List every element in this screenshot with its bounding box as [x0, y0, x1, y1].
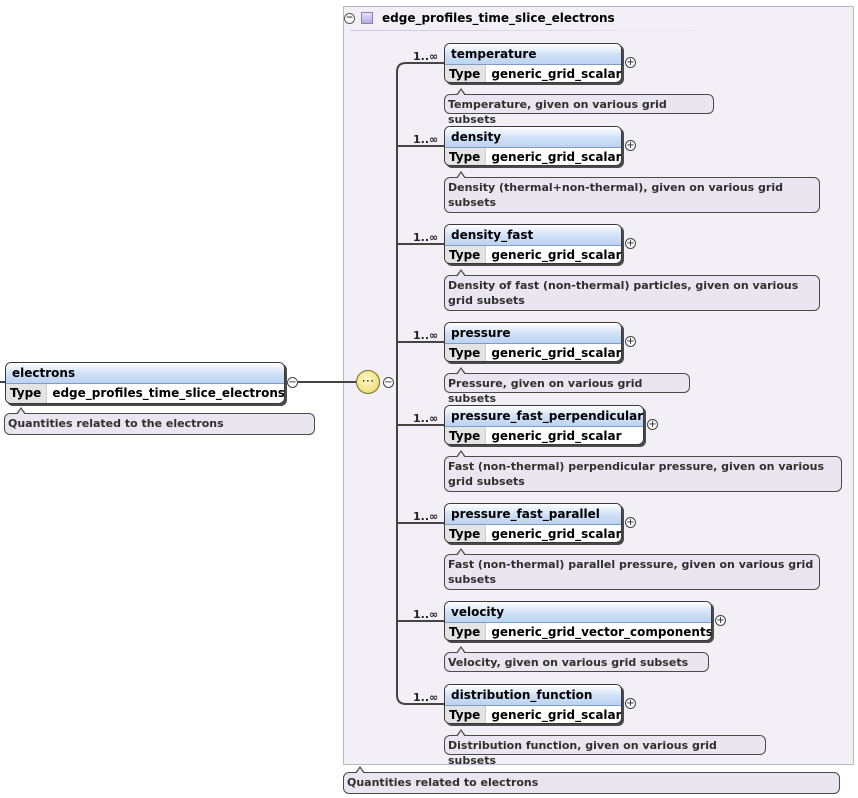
- child-doc: Temperature, given on various grid subse…: [444, 88, 714, 126]
- child-element-density[interactable]: density Type generic_grid_scalar: [444, 126, 622, 166]
- multiplicity: 1..∞: [413, 412, 439, 425]
- type-key: Type: [445, 623, 487, 640]
- multiplicity: 1..∞: [413, 231, 439, 244]
- element-name: pressure: [445, 323, 621, 344]
- child-doc: Fast (non-thermal) parallel pressure, gi…: [444, 548, 820, 590]
- expand-icon[interactable]: +: [625, 238, 636, 249]
- child-doc: Fast (non-thermal) perpendicular pressur…: [444, 450, 842, 492]
- element-type-row: Type generic_grid_vector_components: [445, 623, 712, 640]
- child-element-density-fast[interactable]: density_fast Type generic_grid_scalar: [444, 224, 622, 264]
- multiplicity: 1..∞: [413, 510, 439, 523]
- group-header: − edge_profiles_time_slice_electrons: [344, 9, 615, 27]
- expand-icon[interactable]: +: [625, 517, 636, 528]
- type-value: edge_profiles_time_slice_electrons: [52, 386, 285, 400]
- type-value: generic_grid_scalar: [491, 708, 622, 722]
- type-key: Type: [445, 706, 487, 723]
- doc-line: Density of fast (non-thermal) particles,…: [448, 279, 799, 292]
- type-key: Type: [6, 384, 48, 403]
- expand-icon[interactable]: +: [625, 698, 636, 709]
- element-name: density: [445, 127, 621, 148]
- group-title: edge_profiles_time_slice_electrons: [382, 11, 615, 25]
- doc-line: subsets: [448, 573, 497, 586]
- child-doc: Density (thermal+non-thermal), given on …: [444, 171, 820, 213]
- element-type-row: Type generic_grid_scalar: [445, 525, 622, 542]
- child-element-velocity[interactable]: velocity Type generic_grid_vector_compone…: [444, 601, 712, 641]
- expand-icon[interactable]: +: [625, 336, 636, 347]
- type-key: Type: [445, 525, 487, 542]
- doc-line: subsets: [448, 196, 497, 209]
- root-doc-text: Quantities related to the electrons: [8, 417, 224, 430]
- child-doc: Velocity, given on various grid subsets: [444, 646, 709, 672]
- expand-icon[interactable]: +: [625, 140, 636, 151]
- root-doc: Quantities related to the electrons: [4, 407, 315, 435]
- doc-line: Temperature, given on various grid subse…: [448, 98, 667, 126]
- type-value: generic_grid_scalar: [491, 346, 622, 360]
- multiplicity: 1..∞: [413, 608, 439, 621]
- type-value: generic_grid_scalar: [491, 248, 622, 262]
- multiplicity: 1..∞: [413, 133, 439, 146]
- element-type-row: Type generic_grid_scalar: [445, 344, 622, 361]
- header-divider: [350, 30, 730, 31]
- element-type-row: Type generic_grid_scalar: [445, 65, 622, 82]
- element-name: velocity: [445, 602, 711, 623]
- multiplicity: 1..∞: [413, 329, 439, 342]
- collapse-icon[interactable]: −: [344, 12, 355, 24]
- doc-line: Fast (non-thermal) parallel pressure, gi…: [448, 558, 814, 571]
- expand-icon[interactable]: +: [715, 615, 726, 626]
- type-key: Type: [445, 427, 487, 444]
- element-type-row: Type generic_grid_scalar: [445, 148, 622, 165]
- type-value: generic_grid_vector_components: [491, 625, 712, 639]
- type-value: generic_grid_scalar: [491, 429, 622, 443]
- doc-line: Fast (non-thermal) perpendicular pressur…: [448, 460, 825, 473]
- child-element-distribution-function[interactable]: distribution_function Type generic_grid_s…: [444, 684, 622, 724]
- doc-line: grid subsets: [448, 294, 525, 307]
- complex-type-icon: [361, 12, 373, 24]
- element-type-row: Type generic_grid_scalar: [445, 427, 643, 444]
- collapse-icon[interactable]: −: [383, 377, 394, 388]
- type-key: Type: [445, 148, 487, 165]
- type-value: generic_grid_scalar: [491, 150, 622, 164]
- element-type-row: Type generic_grid_scalar: [445, 706, 622, 723]
- group-doc: Quantities related to electrons: [343, 766, 840, 794]
- doc-line: Distribution function, given on various …: [448, 739, 717, 767]
- group-doc-text: Quantities related to electrons: [347, 776, 539, 789]
- doc-line: Density (thermal+non-thermal), given on …: [448, 181, 783, 194]
- doc-line: Velocity, given on various grid subsets: [448, 656, 689, 669]
- multiplicity: 1..∞: [413, 50, 439, 63]
- type-key: Type: [445, 65, 487, 82]
- multiplicity: 1..∞: [413, 691, 439, 704]
- doc-line: Pressure, given on various grid subsets: [448, 377, 643, 405]
- type-value: generic_grid_scalar: [491, 67, 622, 81]
- expand-icon[interactable]: +: [647, 419, 658, 430]
- element-name: pressure_fast_perpendicular: [445, 406, 643, 427]
- child-element-temperature[interactable]: temperature Type generic_grid_scalar: [444, 43, 622, 83]
- type-value: generic_grid_scalar: [491, 527, 622, 541]
- child-element-pressure-fast-parallel[interactable]: pressure_fast_parallel Type generic_grid_…: [444, 503, 622, 543]
- element-name: distribution_function: [445, 685, 621, 706]
- child-doc: Density of fast (non-thermal) particles,…: [444, 269, 820, 311]
- child-doc: Pressure, given on various grid subsets: [444, 367, 690, 405]
- child-doc: Distribution function, given on various …: [444, 729, 766, 767]
- element-name: density_fast: [445, 225, 621, 246]
- element-type-row: Type generic_grid_scalar: [445, 246, 622, 263]
- child-element-pressure-fast-perpendicular[interactable]: pressure_fast_perpendicular Type generic_…: [444, 405, 644, 445]
- root-element-electrons[interactable]: electrons Type edge_profiles_time_slice_…: [5, 362, 285, 404]
- element-name: pressure_fast_parallel: [445, 504, 621, 525]
- type-key: Type: [445, 246, 487, 263]
- element-name: temperature: [445, 44, 621, 65]
- collapse-icon[interactable]: −: [287, 377, 298, 388]
- child-element-pressure[interactable]: pressure Type generic_grid_scalar: [444, 322, 622, 362]
- sequence-compositor-icon[interactable]: ⋯: [356, 370, 380, 394]
- type-key: Type: [445, 344, 487, 361]
- doc-line: grid subsets: [448, 475, 525, 488]
- expand-icon[interactable]: +: [625, 57, 636, 68]
- element-type-row: Type edge_profiles_time_slice_electrons: [6, 384, 284, 403]
- element-name: electrons: [6, 363, 284, 384]
